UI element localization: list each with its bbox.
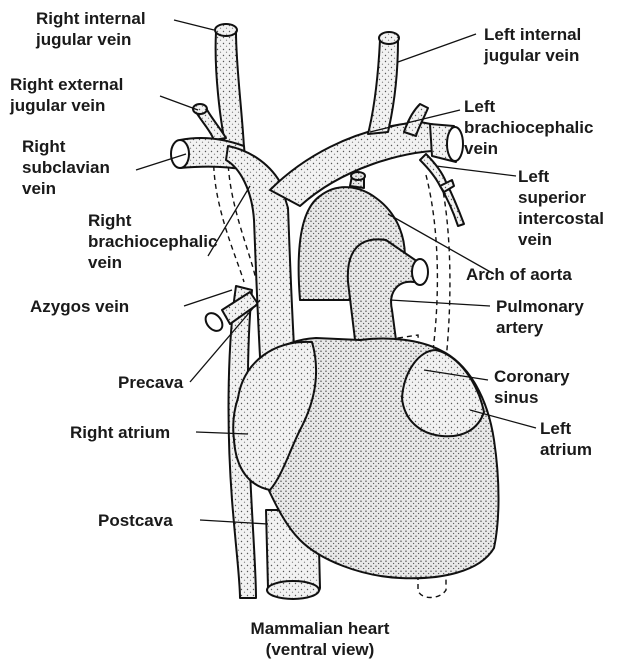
label-right-brachiocephalic-vein: Right brachiocephalic vein — [88, 210, 217, 273]
label-azygos-vein: Azygos vein — [30, 296, 129, 317]
label-left-internal-jugular-vein: Left internal jugular vein — [484, 24, 581, 66]
left-internal-jugular-shape — [368, 40, 398, 134]
label-postcava: Postcava — [98, 510, 173, 531]
pulmonary-artery-shape — [348, 239, 418, 348]
label-left-brachiocephalic-vein: Left brachiocephalic vein — [464, 96, 593, 159]
label-right-internal-jugular-vein: Right internal jugular vein — [36, 8, 146, 50]
label-right-subclavian-vein: Right subclavian vein — [22, 136, 110, 199]
label-arch-of-aorta: Arch of aorta — [466, 264, 572, 285]
label-pulmonary-artery: Pulmonary artery — [496, 296, 584, 338]
label-precava: Precava — [118, 372, 183, 393]
label-left-atrium: Left atrium — [540, 418, 592, 460]
figure-caption: Mammalian heart (ventral view) — [210, 618, 430, 660]
label-right-atrium: Right atrium — [70, 422, 170, 443]
left-atrium-shape — [402, 350, 484, 436]
label-right-external-jugular-vein: Right external jugular vein — [10, 74, 123, 116]
label-coronary-sinus: Coronary sinus — [494, 366, 570, 408]
label-left-superior-intercostal-vein: Left superior intercostal vein — [518, 166, 604, 250]
